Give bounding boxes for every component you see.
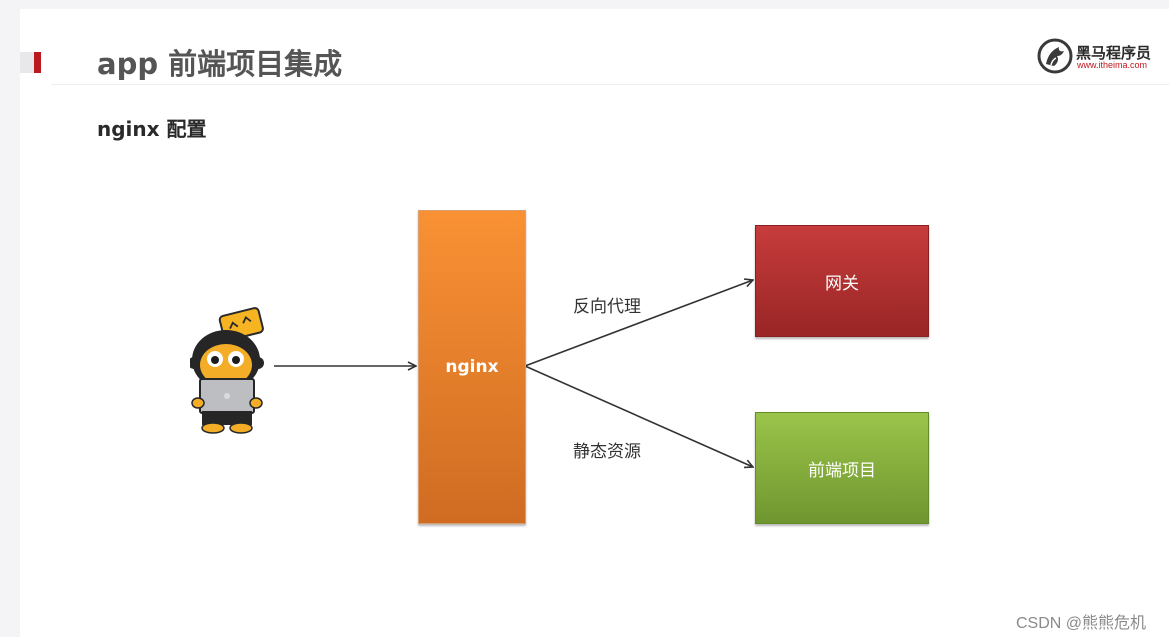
gateway-node: 网关 [755, 225, 929, 337]
nginx-to-gateway-arrow [524, 280, 753, 367]
itheima-horse-logo-icon [1037, 38, 1073, 74]
logo-name: 黑马程序员 [1076, 44, 1152, 62]
monkey-mascot-with-laptop-icon [190, 307, 264, 434]
nginx-node-label: nginx [445, 357, 499, 377]
title-accent-marker [20, 52, 42, 73]
csdn-watermark: CSDN @熊熊危机 [1016, 615, 1147, 632]
reverse-proxy-label: 反向代理 [573, 297, 641, 317]
title-divider [51, 84, 1169, 85]
static-resources-label: 静态资源 [573, 442, 641, 462]
nginx-node: nginx [418, 210, 526, 524]
frontend-project-node: 前端项目 [755, 412, 929, 524]
page-title: app 前端项目集成 [97, 47, 343, 81]
itheima-logo: 黑马程序员 www.itheima.com [1037, 38, 1159, 74]
gateway-node-label: 网关 [825, 273, 859, 294]
frontend-project-node-label: 前端项目 [808, 460, 876, 481]
slide: app 前端项目集成 黑马程序员 www.itheima.com nginx 配… [20, 9, 1169, 637]
logo-url: www.itheima.com [1077, 60, 1148, 70]
section-subtitle: nginx 配置 [97, 117, 207, 141]
nginx-to-frontend-arrow [524, 365, 753, 467]
diagram-connectors [274, 9, 1169, 637]
